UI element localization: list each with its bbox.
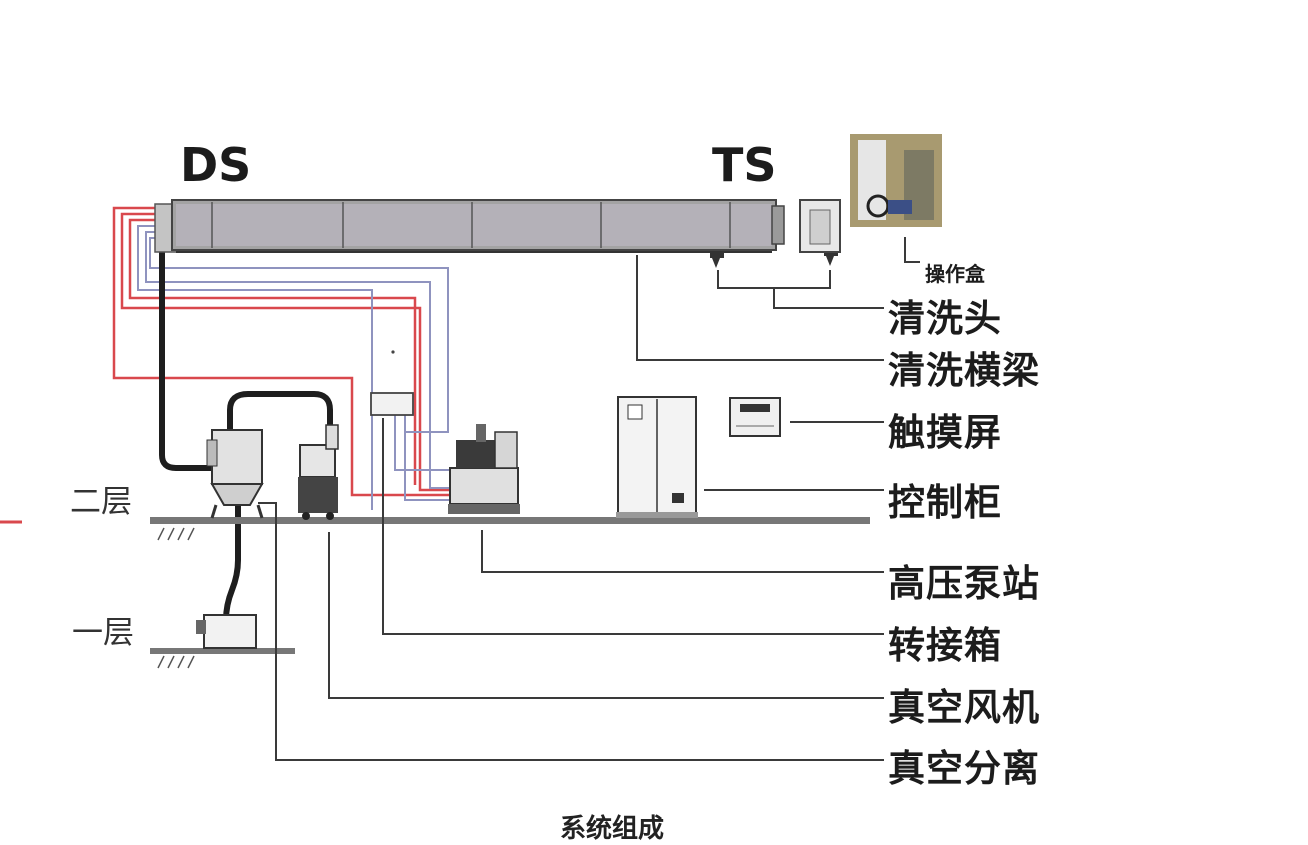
vacuum-separator	[206, 429, 264, 519]
system-diagram	[0, 134, 942, 761]
floor-1-label: 一层	[72, 615, 134, 651]
junction-box	[370, 350, 414, 416]
floor-2-label: 二层	[70, 484, 132, 520]
cleaning-head-label: 清洗头	[888, 297, 1002, 340]
first-floor-tank	[196, 614, 257, 649]
cleaning-beam	[154, 199, 785, 253]
ds-label: DS	[180, 138, 252, 192]
diagram-caption: 系统组成	[560, 814, 665, 844]
junction-box-label: 转接箱	[888, 624, 1002, 667]
cleaning-beam-label: 清洗横梁	[888, 349, 1040, 392]
pump-station-label: 高压泵站	[888, 562, 1040, 605]
control-cabinet-label: 控制柜	[888, 481, 1002, 524]
blue-pipes	[137, 225, 455, 510]
floor-2	[150, 517, 870, 541]
touch-screen-label: 触摸屏	[888, 411, 1002, 454]
red-pipes	[112, 206, 455, 497]
vacuum-hoses	[159, 219, 333, 623]
vacuum-blower-label: 真空风机	[888, 686, 1040, 729]
touch-screen	[729, 397, 781, 437]
control-box-label: 操作盒	[925, 262, 985, 286]
leader-lines	[258, 237, 920, 761]
ts-label: TS	[712, 138, 777, 192]
control-cabinet	[616, 396, 698, 518]
cleaning-head-nozzles	[710, 250, 838, 268]
floor-1	[150, 648, 295, 669]
ts-side-unit	[799, 199, 841, 253]
vacuum-blower	[298, 424, 339, 520]
high-pressure-pump-station	[448, 424, 520, 514]
vacuum-separator-label: 真空分离	[888, 747, 1040, 790]
control-box-photo	[850, 134, 942, 227]
